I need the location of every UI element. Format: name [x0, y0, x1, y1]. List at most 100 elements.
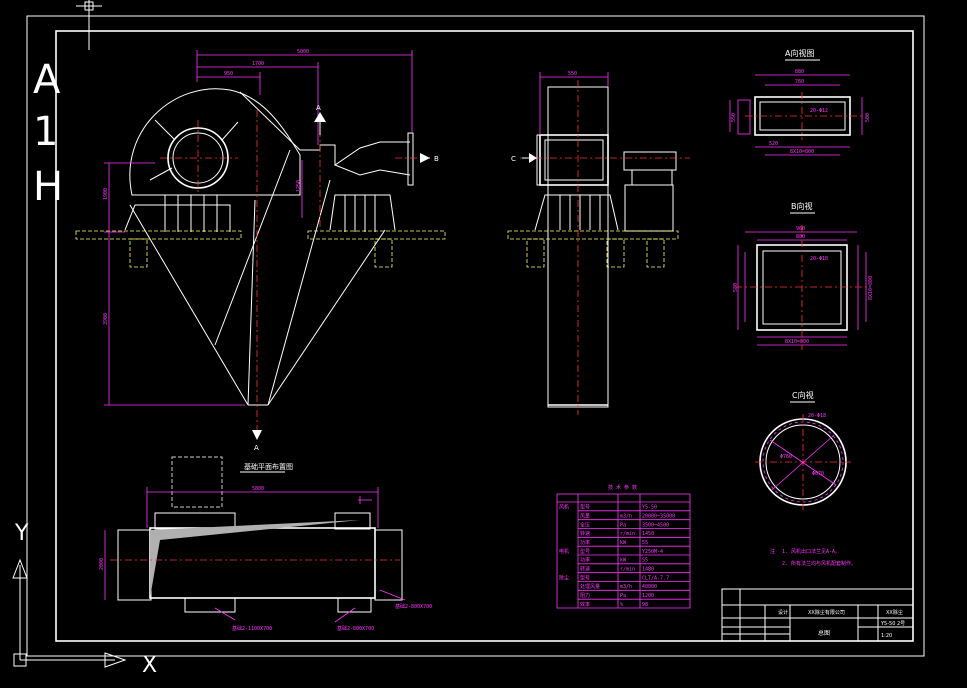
title-block — [721, 588, 914, 642]
section-view-b — [735, 212, 870, 350]
foundation-plan-view — [104, 456, 406, 623]
side-view — [507, 72, 690, 415]
dim-front-top-inner: 950 — [224, 71, 233, 77]
title-block-col2: XX除尘有限公司 — [808, 609, 845, 616]
title-block-col4: Y5-50 2号 — [880, 621, 905, 627]
tech-table-cell: 40000 — [642, 584, 657, 590]
tech-table-cell: Y5-50 — [642, 505, 657, 511]
sheet-letter-h: H — [33, 164, 63, 210]
tech-table-cell: 风量 — [580, 512, 590, 519]
dim-b-2: 880 — [796, 234, 805, 240]
crosshair-cursor — [76, 0, 102, 50]
plan-callout-right: 基础2-800X700 — [395, 603, 432, 610]
ucs-y-label: Y — [14, 521, 29, 546]
plan-dim-total: 5800 — [252, 486, 264, 492]
tech-table-cell: 型号 — [580, 574, 590, 581]
tech-table-cell: 转速 — [580, 530, 590, 537]
tech-table-cell: Y250M-4 — [642, 549, 663, 555]
dim-side-top: 550 — [568, 71, 577, 77]
dim-c-2: Φ760 — [780, 454, 792, 460]
section-c-title: C向视 — [792, 390, 814, 400]
tech-table-cell: kW — [620, 540, 627, 546]
title-block-title: 总图 — [818, 629, 830, 637]
section-view-a — [729, 59, 863, 156]
tech-table-cell: r/min — [620, 531, 635, 537]
dim-c-3: Φ670 — [812, 471, 824, 477]
title-block-scale: 1:20 — [881, 633, 892, 639]
tech-table-cell: 处理风量 — [580, 583, 600, 590]
tech-table-cell: 98 — [642, 602, 648, 608]
dim-a-6: 8X10=800 — [790, 149, 814, 155]
notes-label: 注 — [770, 548, 775, 555]
title-block-col3: XX除尘 — [886, 609, 903, 616]
tech-table-cell: 全压 — [580, 521, 590, 528]
section-label-a-top: A — [316, 104, 321, 112]
tech-table-cell: 功率 — [580, 539, 590, 546]
dim-front-top-total: 5000 — [297, 49, 309, 55]
plan-title: 基础平面布置图 — [244, 462, 293, 471]
tech-table-cell: 型号 — [580, 548, 590, 555]
inner-frame — [55, 30, 914, 642]
tech-table-cell: 转速 — [580, 565, 590, 572]
tech-table-cell: Pa — [620, 593, 626, 599]
section-label-c: C — [511, 155, 516, 163]
tech-table-cell: 55 — [642, 558, 648, 564]
tech-table-cell: 1200 — [642, 593, 654, 599]
tech-table-cell: 20000~35000 — [642, 513, 675, 519]
tech-table-cell: 电机 — [559, 548, 569, 555]
notes-line-2: 2. 所有法兰均与风机配套制作。 — [782, 560, 856, 567]
dim-a-4: 550 — [731, 113, 737, 122]
dim-b-1: 960 — [796, 226, 805, 232]
plan-callout-left: 基础2-1100X700 — [232, 625, 272, 632]
sheet-letter-a: A — [33, 57, 61, 103]
dim-front-left-lower: 3900 — [103, 313, 109, 325]
section-a-title: A向视图 — [785, 48, 814, 58]
dim-a-3: 520 — [769, 141, 778, 147]
ucs-icon — [12, 558, 127, 668]
tech-table-cell: 型号 — [580, 504, 590, 511]
dim-front-inner-height: 1250 — [296, 180, 302, 192]
tech-table-cell: m3/h — [620, 584, 632, 590]
tech-table-title: 技 术 参 数 — [608, 484, 637, 491]
tech-table-cell: 1480 — [642, 566, 654, 572]
tech-table-cell: m3/h — [620, 513, 632, 519]
plan-dim-height: 2000 — [99, 558, 105, 570]
front-view — [75, 50, 446, 440]
tech-table-cell: 功率 — [580, 557, 590, 564]
tech-table-cell: 阻力 — [580, 592, 590, 599]
section-view-c — [755, 401, 851, 510]
tech-table-cell: 效率 — [580, 601, 590, 608]
notes-line-1: 1. 风机出口法兰见A-A。 — [782, 548, 840, 555]
section-b-title: B向视 — [791, 201, 813, 211]
dim-a-7: 20-Φ12 — [810, 108, 828, 114]
section-label-b: B — [434, 155, 439, 163]
plan-callout-mid: 基础2-800X700 — [337, 625, 374, 632]
dim-b-4: 20-Φ18 — [810, 256, 828, 262]
sheet-letter-1: 1 — [33, 109, 58, 155]
dim-a-1: 880 — [795, 69, 804, 75]
tech-table-cell: Pa — [620, 522, 626, 528]
dim-front-left-upper: 1900 — [103, 188, 109, 200]
section-label-a-bottom: A — [254, 444, 259, 452]
outlet-flange — [407, 132, 414, 186]
dim-a-2: 760 — [795, 79, 804, 85]
dim-front-top-mid: 1700 — [252, 61, 264, 67]
tech-table-cell: CLT/A-7.7 — [642, 575, 669, 581]
tech-table-cell: 3500~4500 — [642, 522, 669, 528]
ucs-x-label: X — [142, 653, 157, 678]
tech-table-cell: r/min — [620, 566, 635, 572]
dim-b-6: 8X10=800 — [868, 276, 874, 300]
tech-table-cell: 1450 — [642, 531, 654, 537]
outer-frame — [26, 15, 925, 657]
dim-c-1: 20-Φ18 — [808, 413, 826, 419]
tech-table-cell: 55 — [642, 540, 648, 546]
tech-table-cell: % — [620, 602, 623, 608]
title-block-col1: 设计 — [778, 609, 788, 616]
dim-a-5: 500 — [865, 113, 871, 122]
tech-table-cell: 风机 — [559, 504, 569, 511]
tech-table-cell: kW — [620, 558, 627, 564]
dim-b-5: 8X10=800 — [785, 339, 809, 345]
tech-table-cell: 除尘 — [559, 574, 569, 581]
dim-b-3: 580 — [733, 283, 739, 292]
